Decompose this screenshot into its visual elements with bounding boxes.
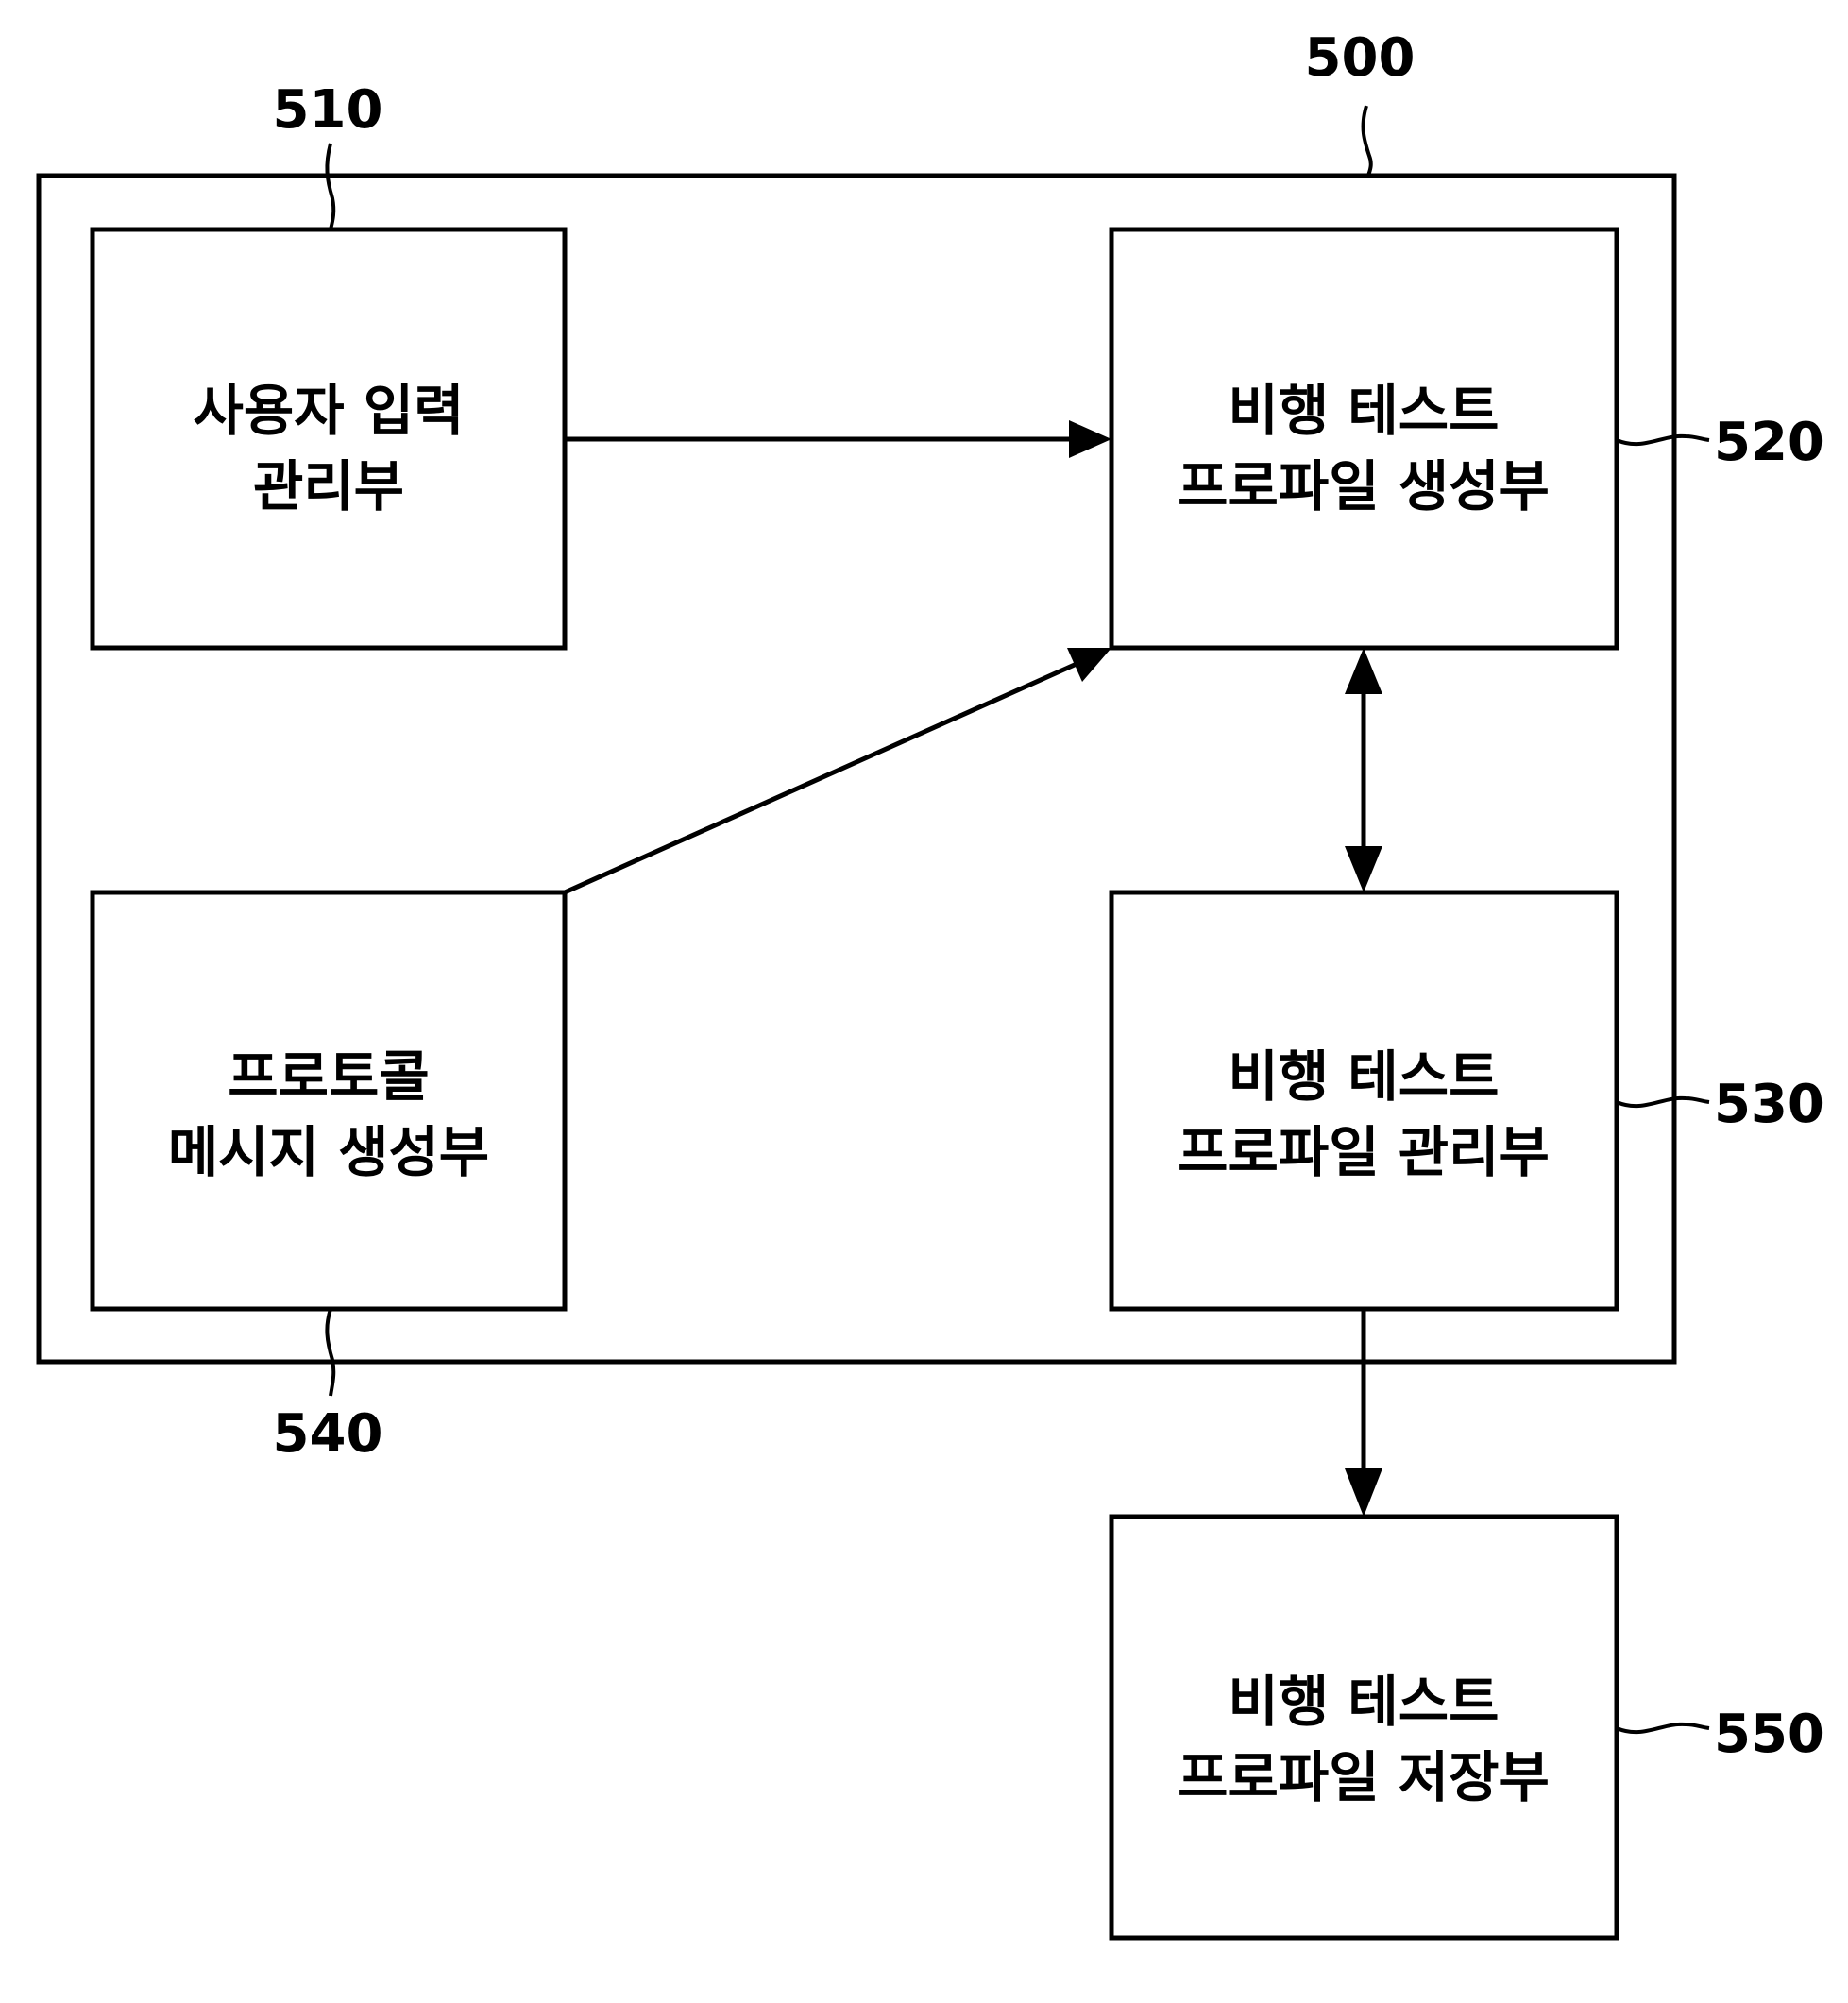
arrow-510-to-520 <box>565 420 1111 458</box>
arrowhead-up-icon <box>1345 648 1382 694</box>
system-container-500 <box>36 173 1677 1365</box>
arrow-540-to-520 <box>563 648 1111 895</box>
arrowhead-down-icon <box>1345 846 1382 892</box>
block-flight-test-profile-generator <box>1109 227 1619 651</box>
arrow-shaft <box>563 661 1078 895</box>
arrowhead-icon <box>1067 648 1111 682</box>
ref-label-530: 530 <box>1714 1074 1824 1135</box>
block-user-input-manager <box>90 227 568 651</box>
ref-label-500: 500 <box>1305 27 1416 89</box>
block-540-line-2: 메시지 생성부 <box>168 1120 489 1184</box>
block-530-line-2: 프로파일 관리부 <box>1178 1120 1550 1184</box>
block-flight-test-profile-manager <box>1109 890 1619 1312</box>
block-530-line-1: 비행 테스트 <box>1229 1044 1500 1109</box>
block-520-line-1: 비행 테스트 <box>1229 379 1500 443</box>
leader-line-540 <box>325 1308 336 1397</box>
block-protocol-message-generator <box>90 890 568 1312</box>
leader-line-550 <box>1616 1722 1710 1735</box>
block-flight-test-profile-storage <box>1109 1514 1619 1941</box>
arrow-530-to-550 <box>1345 1309 1382 1517</box>
leader-line-520 <box>1616 433 1710 447</box>
leader-line-500 <box>1361 105 1373 177</box>
block-550-line-2: 프로파일 저장부 <box>1178 1745 1550 1809</box>
block-550-line-1: 비행 테스트 <box>1229 1670 1500 1734</box>
ref-label-550: 550 <box>1714 1704 1824 1765</box>
ref-label-540: 540 <box>273 1403 383 1465</box>
leader-line-530 <box>1616 1095 1710 1109</box>
ref-label-510: 510 <box>273 79 383 141</box>
ref-label-520: 520 <box>1714 412 1824 473</box>
arrow-520-530-bidirectional <box>1345 648 1382 892</box>
leader-line-510 <box>325 143 336 230</box>
arrowhead-icon <box>1069 420 1111 458</box>
block-510-line-1: 사용자 입력 <box>194 379 465 443</box>
block-510-line-2: 관리부 <box>253 454 404 518</box>
block-540-line-1: 프로토콜 <box>228 1044 429 1109</box>
arrowhead-icon <box>1345 1468 1382 1517</box>
block-520-line-2: 프로파일 생성부 <box>1178 454 1550 518</box>
